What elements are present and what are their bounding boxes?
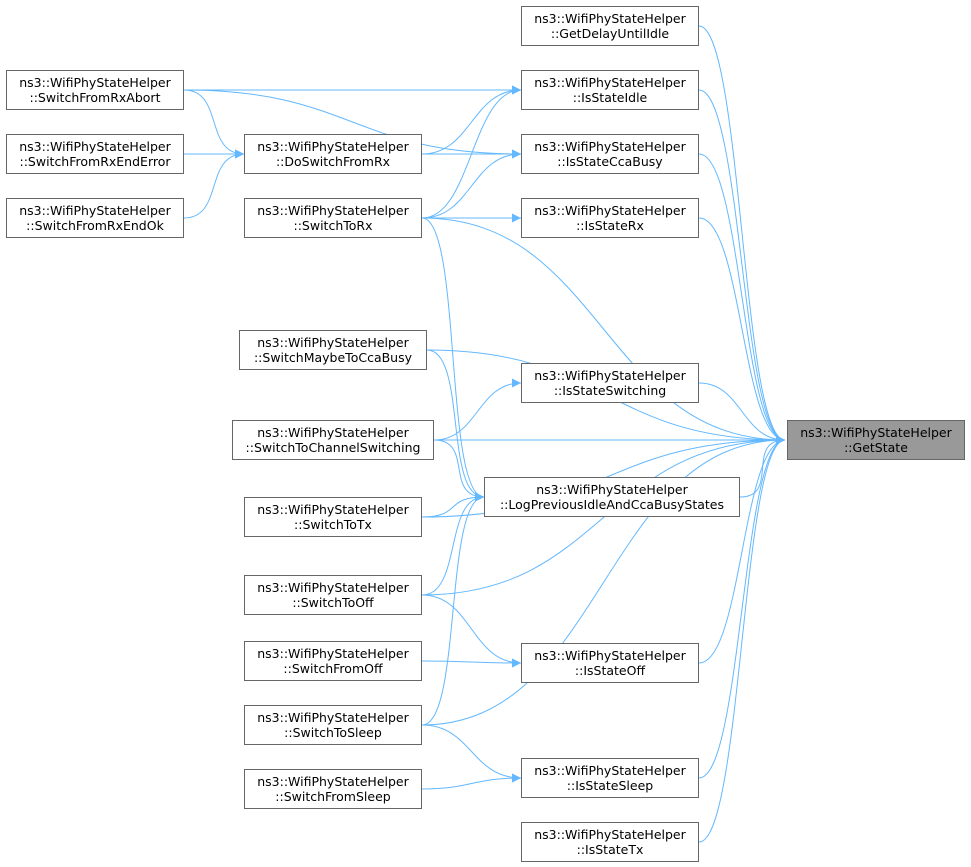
node-namespace-label: ns3::WifiPhyStateHelper (534, 11, 686, 26)
edge-switchtorx-to-logprev (421, 217, 485, 502)
node-namespace-label: ns3::WifiPhyStateHelper (534, 203, 686, 218)
edge-tooff-to-isoff (421, 594, 522, 668)
node-method-label: ::IsStateRx (576, 218, 644, 233)
node-getdelay[interactable]: ns3::WifiPhyStateHelper::GetDelayUntilId… (521, 6, 699, 46)
node-namespace-label: ns3::WifiPhyStateHelper (534, 763, 686, 778)
edge-isccabusy-to-getstate (698, 153, 786, 445)
node-isrx[interactable]: ns3::WifiPhyStateHelper::IsStateRx (521, 198, 699, 238)
node-namespace-label: ns3::WifiPhyStateHelper (257, 774, 409, 789)
node-namespace-label: ns3::WifiPhyStateHelper (257, 646, 409, 661)
edge-tooff-to-logprev (421, 492, 485, 596)
node-method-label: ::IsStateSwitching (553, 383, 667, 398)
node-rxabort[interactable]: ns3::WifiPhyStateHelper::SwitchFromRxAbo… (6, 70, 184, 110)
node-method-label: ::IsStateTx (576, 842, 644, 857)
node-doswitchrx[interactable]: ns3::WifiPhyStateHelper::DoSwitchFromRx (244, 134, 422, 174)
node-method-label: ::SwitchFromRxEndOk (26, 218, 164, 233)
node-tosleep[interactable]: ns3::WifiPhyStateHelper::SwitchToSleep (244, 705, 422, 745)
node-method-label: ::DoSwitchFromRx (275, 154, 391, 169)
node-fromoff[interactable]: ns3::WifiPhyStateHelper::SwitchFromOff (244, 641, 422, 681)
node-rxendok[interactable]: ns3::WifiPhyStateHelper::SwitchFromRxEnd… (6, 198, 184, 238)
node-istx[interactable]: ns3::WifiPhyStateHelper::IsStateTx (521, 822, 699, 862)
node-getstate: ns3::WifiPhyStateHelper::GetState (787, 420, 965, 460)
node-totx[interactable]: ns3::WifiPhyStateHelper::SwitchToTx (244, 497, 422, 537)
edge-rxendok-to-doswitchrx (183, 149, 245, 219)
node-method-label: ::SwitchMaybeToCcaBusy (253, 350, 413, 365)
node-namespace-label: ns3::WifiPhyStateHelper (534, 368, 686, 383)
edge-tooff-to-getstate (421, 435, 786, 596)
node-method-label: ::GetState (844, 440, 908, 455)
node-namespace-label: ns3::WifiPhyStateHelper (19, 75, 171, 90)
node-namespace-label: ns3::WifiPhyStateHelper (534, 75, 686, 90)
node-namespace-label: ns3::WifiPhyStateHelper (534, 827, 686, 842)
node-method-label: ::SwitchToRx (293, 218, 373, 233)
edge-fromoff-to-isoff (421, 658, 522, 668)
node-namespace-label: ns3::WifiPhyStateHelper (257, 335, 409, 350)
node-switchtorx[interactable]: ns3::WifiPhyStateHelper::SwitchToRx (244, 198, 422, 238)
edge-tosleep-to-logprev (421, 492, 485, 726)
edge-getdelay-to-getstate (698, 25, 786, 445)
node-method-label: ::GetDelayUntilIdle (550, 26, 670, 41)
node-logprev[interactable]: ns3::WifiPhyStateHelper::LogPreviousIdle… (484, 477, 740, 517)
edge-switchtorx-to-isccabusy (421, 149, 522, 219)
node-issleep[interactable]: ns3::WifiPhyStateHelper::IsStateSleep (521, 758, 699, 798)
node-namespace-label: ns3::WifiPhyStateHelper (536, 482, 688, 497)
edge-isswitching-to-getstate (698, 382, 786, 445)
node-tochannel[interactable]: ns3::WifiPhyStateHelper::SwitchToChannel… (232, 420, 434, 460)
node-method-label: ::SwitchToTx (294, 517, 372, 532)
edge-doswitchrx-to-isidle (421, 85, 522, 155)
edge-tosleep-to-issleep (421, 724, 522, 783)
node-method-label: ::IsStateOff (574, 663, 646, 678)
node-method-label: ::SwitchToOff (292, 595, 374, 610)
node-namespace-label: ns3::WifiPhyStateHelper (257, 139, 409, 154)
edge-tochannel-to-isswitching (433, 378, 522, 441)
node-method-label: ::IsStateCcaBusy (557, 154, 663, 169)
node-namespace-label: ns3::WifiPhyStateHelper (257, 710, 409, 725)
edge-maybecca-to-logprev (426, 349, 485, 502)
edge-isoff-to-getstate (698, 435, 786, 664)
node-namespace-label: ns3::WifiPhyStateHelper (534, 648, 686, 663)
node-namespace-label: ns3::WifiPhyStateHelper (800, 425, 952, 440)
node-method-label: ::SwitchFromOff (283, 661, 383, 676)
edge-logprev-to-getstate (739, 435, 786, 498)
node-namespace-label: ns3::WifiPhyStateHelper (257, 203, 409, 218)
edge-issleep-to-getstate (698, 435, 786, 779)
node-maybecca[interactable]: ns3::WifiPhyStateHelper::SwitchMaybeToCc… (239, 330, 427, 370)
edge-tochannel-to-logprev (433, 439, 485, 502)
node-isccabusy[interactable]: ns3::WifiPhyStateHelper::IsStateCcaBusy (521, 134, 699, 174)
node-namespace-label: ns3::WifiPhyStateHelper (257, 502, 409, 517)
edge-switchtorx-to-getstate (421, 217, 786, 445)
node-fromsleep[interactable]: ns3::WifiPhyStateHelper::SwitchFromSleep (244, 769, 422, 809)
node-namespace-label: ns3::WifiPhyStateHelper (534, 139, 686, 154)
edge-isidle-to-getstate (698, 89, 786, 445)
edge-rxabort-to-doswitchrx (183, 89, 245, 159)
node-namespace-label: ns3::WifiPhyStateHelper (19, 139, 171, 154)
node-namespace-label: ns3::WifiPhyStateHelper (19, 203, 171, 218)
node-method-label: ::SwitchFromSleep (275, 789, 391, 804)
edge-istx-to-getstate (698, 435, 786, 843)
node-rxenderror[interactable]: ns3::WifiPhyStateHelper::SwitchFromRxEnd… (6, 134, 184, 174)
edge-rxabort-to-isccabusy (183, 89, 522, 159)
node-method-label: ::IsStateSleep (566, 778, 654, 793)
edge-switchtorx-to-isidle (421, 85, 522, 219)
edge-tosleep-to-getstate (421, 435, 786, 726)
node-isoff[interactable]: ns3::WifiPhyStateHelper::IsStateOff (521, 643, 699, 683)
node-isidle[interactable]: ns3::WifiPhyStateHelper::IsStateIdle (521, 70, 699, 110)
edge-totx-to-logprev (421, 492, 485, 518)
node-tooff[interactable]: ns3::WifiPhyStateHelper::SwitchToOff (244, 575, 422, 615)
node-method-label: ::SwitchFromRxAbort (29, 90, 161, 105)
node-namespace-label: ns3::WifiPhyStateHelper (257, 425, 409, 440)
edge-isrx-to-getstate (698, 217, 786, 445)
node-method-label: ::SwitchToChannelSwitching (245, 440, 421, 455)
node-isswitching[interactable]: ns3::WifiPhyStateHelper::IsStateSwitchin… (521, 363, 699, 403)
edge-fromsleep-to-issleep (421, 773, 522, 790)
node-namespace-label: ns3::WifiPhyStateHelper (257, 580, 409, 595)
node-method-label: ::SwitchFromRxEndError (19, 154, 171, 169)
node-method-label: ::LogPreviousIdleAndCcaBusyStates (499, 497, 725, 512)
node-method-label: ::IsStateIdle (572, 90, 648, 105)
node-method-label: ::SwitchToSleep (284, 725, 382, 740)
